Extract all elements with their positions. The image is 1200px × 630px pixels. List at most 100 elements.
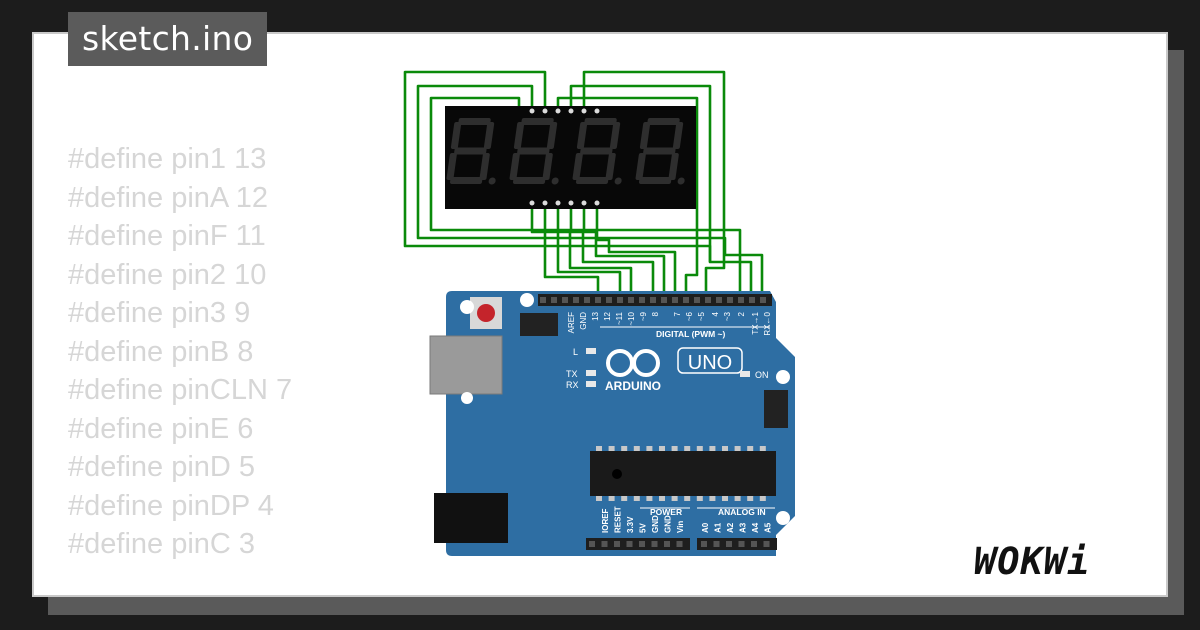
wire[interactable] bbox=[582, 203, 666, 300]
chip-leg bbox=[759, 446, 766, 451]
chip-leg bbox=[709, 496, 716, 501]
segment bbox=[517, 147, 550, 155]
header-hole[interactable] bbox=[760, 297, 766, 303]
header-hole[interactable] bbox=[705, 297, 711, 303]
display-pin[interactable] bbox=[581, 108, 587, 114]
digital-pin-label: GND bbox=[579, 312, 588, 330]
header-hole[interactable] bbox=[595, 297, 601, 303]
analog-pin-label: A2 bbox=[726, 522, 735, 533]
display-pin[interactable] bbox=[555, 200, 561, 206]
header-hole[interactable] bbox=[683, 297, 689, 303]
wire[interactable] bbox=[582, 70, 726, 300]
header-hole[interactable] bbox=[617, 297, 623, 303]
display-pin[interactable] bbox=[568, 200, 574, 206]
header-hole[interactable] bbox=[661, 297, 667, 303]
header-hole[interactable] bbox=[650, 297, 656, 303]
code-line: #define pinF 11 bbox=[68, 220, 266, 252]
chip-leg bbox=[608, 446, 615, 451]
segment bbox=[479, 153, 490, 180]
header-hole[interactable] bbox=[738, 541, 745, 547]
header-hole[interactable] bbox=[584, 297, 590, 303]
chip-leg bbox=[659, 446, 665, 451]
seven-segment-display[interactable] bbox=[445, 106, 696, 209]
display-pin[interactable] bbox=[568, 108, 574, 114]
wire[interactable] bbox=[429, 96, 742, 300]
header-hole[interactable] bbox=[626, 541, 633, 547]
wire[interactable] bbox=[556, 96, 699, 300]
header-hole[interactable] bbox=[726, 541, 732, 547]
wire[interactable] bbox=[595, 203, 677, 300]
display-pin[interactable] bbox=[529, 200, 535, 206]
segment bbox=[454, 147, 487, 155]
chip-leg bbox=[671, 496, 678, 501]
led-tx-label: TX bbox=[566, 369, 578, 379]
header-hole[interactable] bbox=[562, 297, 568, 303]
chip-leg bbox=[696, 496, 703, 501]
file-tab-title[interactable]: sketch.ino bbox=[68, 12, 268, 66]
chip-leg bbox=[734, 446, 741, 451]
header-hole[interactable] bbox=[664, 541, 670, 547]
wire[interactable] bbox=[556, 203, 633, 300]
digital-header-holes bbox=[540, 297, 766, 303]
header-hole[interactable] bbox=[589, 541, 595, 547]
header-hole[interactable] bbox=[716, 297, 722, 303]
wire[interactable] bbox=[569, 203, 655, 300]
display-pin[interactable] bbox=[581, 200, 587, 206]
header-hole[interactable] bbox=[701, 541, 707, 547]
header-hole[interactable] bbox=[713, 541, 720, 547]
header-hole[interactable] bbox=[727, 297, 733, 303]
wokwi-logo[interactable]: WOKWi bbox=[974, 538, 1154, 587]
power-jack[interactable] bbox=[434, 493, 508, 543]
header-hole[interactable] bbox=[651, 541, 658, 547]
display-pin[interactable] bbox=[594, 200, 600, 206]
chip-leg bbox=[747, 446, 754, 451]
chip-notch bbox=[612, 469, 622, 479]
header-hole[interactable] bbox=[540, 297, 546, 303]
led-tx bbox=[586, 370, 596, 376]
header-hole[interactable] bbox=[763, 541, 770, 547]
chip-leg bbox=[734, 496, 741, 501]
digit-3 bbox=[572, 118, 622, 185]
mount-hole bbox=[776, 511, 790, 525]
header-hole[interactable] bbox=[676, 541, 683, 547]
usb-port[interactable] bbox=[429, 335, 503, 395]
digital-pin-label: TX→1 bbox=[751, 311, 760, 334]
header-hole[interactable] bbox=[639, 297, 645, 303]
display-pin[interactable] bbox=[529, 108, 535, 114]
code-line: #define pinDP 4 bbox=[68, 489, 274, 522]
header-hole[interactable] bbox=[738, 297, 744, 303]
wire[interactable] bbox=[416, 84, 764, 300]
header-hole[interactable] bbox=[601, 541, 608, 547]
header-hole[interactable] bbox=[606, 297, 612, 303]
header-hole[interactable] bbox=[639, 541, 645, 547]
display-pin[interactable] bbox=[542, 200, 548, 206]
wire[interactable] bbox=[530, 203, 600, 300]
digital-pin-label: 4 bbox=[711, 311, 720, 316]
analog-pin-label: A5 bbox=[764, 522, 773, 533]
header-hole[interactable] bbox=[751, 541, 757, 547]
header-hole[interactable] bbox=[694, 297, 700, 303]
segment bbox=[513, 122, 525, 149]
code-line: #define pinB 8 bbox=[68, 335, 254, 368]
reset-button[interactable] bbox=[477, 304, 495, 322]
chip-leg bbox=[709, 446, 716, 451]
header-hole[interactable] bbox=[672, 297, 678, 303]
display-pin[interactable] bbox=[555, 108, 561, 114]
header-hole[interactable] bbox=[749, 297, 755, 303]
chip-leg bbox=[633, 446, 640, 451]
chip-leg bbox=[722, 496, 728, 501]
digital-pin-label: ~11 bbox=[615, 311, 624, 325]
display-pin[interactable] bbox=[594, 108, 600, 114]
header-hole[interactable] bbox=[628, 297, 634, 303]
wire[interactable] bbox=[543, 203, 622, 300]
display-pin[interactable] bbox=[542, 108, 548, 114]
header-hole[interactable] bbox=[551, 297, 557, 303]
header-hole[interactable] bbox=[614, 541, 620, 547]
header-hole[interactable] bbox=[573, 297, 579, 303]
digital-pin-label: 2 bbox=[737, 311, 746, 316]
analog-pin-label: A1 bbox=[714, 522, 723, 533]
